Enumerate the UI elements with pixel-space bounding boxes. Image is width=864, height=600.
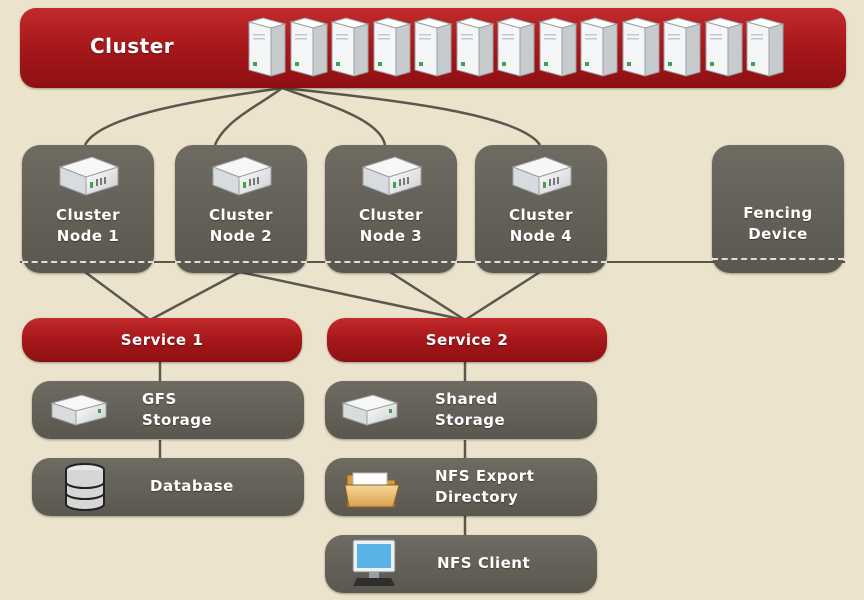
node-divider <box>175 261 307 263</box>
rack-server-icon <box>579 17 619 77</box>
rack-server-icon <box>330 17 370 77</box>
node-label-line2: Node 1 <box>56 227 120 245</box>
node-label-line1: Cluster <box>509 206 573 224</box>
rack-server-icon <box>247 17 287 77</box>
nfs-export-box: NFS Export Directory <box>325 458 597 516</box>
node-label-line1: Cluster <box>56 206 120 224</box>
shared-storage-box: Shared Storage <box>325 381 597 439</box>
cluster-node-4: Cluster Node 4 <box>475 145 607 273</box>
service-2-label: Service 2 <box>425 331 509 349</box>
rack-server-icon <box>745 17 785 77</box>
storage-drive-icon <box>48 391 110 431</box>
node-divider <box>475 261 607 263</box>
rack-server-icon <box>620 17 661 77</box>
rack-server-icon <box>454 17 495 77</box>
service-1-header: Service 1 <box>22 318 302 362</box>
database-icon <box>62 462 108 512</box>
cluster-node-2: Cluster Node 2 <box>175 145 307 273</box>
rack-server-icon <box>371 17 412 77</box>
cluster-node-3: Cluster Node 3 <box>325 145 457 273</box>
node-label-line2: Node 4 <box>509 227 573 245</box>
service-1-label: Service 1 <box>120 331 204 349</box>
fencing-label-line2: Device <box>748 225 808 243</box>
rack-server-icon <box>703 17 744 77</box>
server-icon <box>52 153 122 199</box>
shared-storage-line1: Shared <box>435 390 498 408</box>
cluster-node-1: Cluster Node 1 <box>22 145 154 273</box>
fencing-device: Fencing Device <box>712 145 844 273</box>
node-divider <box>325 261 457 263</box>
rack-server-icon <box>496 17 536 77</box>
server-icon <box>205 153 275 199</box>
fencing-label-line1: Fencing <box>743 204 813 222</box>
node-label-line1: Cluster <box>209 206 273 224</box>
rack-server-icon <box>413 17 453 77</box>
node-label-line2: Node 3 <box>359 227 423 245</box>
server-icon <box>505 153 575 199</box>
rack-server-icon <box>288 17 329 77</box>
gfs-label-line1: GFS <box>142 390 177 408</box>
rack-server-icon <box>537 17 578 77</box>
folder-icon <box>343 465 401 511</box>
fencing-divider <box>712 258 844 260</box>
database-label: Database <box>150 477 234 495</box>
node-label-line1: Cluster <box>359 206 423 224</box>
nfs-export-line1: NFS Export <box>435 467 535 485</box>
nfs-export-line2: Directory <box>435 488 519 506</box>
database-box: Database <box>32 458 304 516</box>
node-divider <box>22 261 154 263</box>
storage-drive-icon <box>339 391 401 431</box>
shared-storage-line2: Storage <box>435 411 506 429</box>
monitor-icon <box>345 538 401 590</box>
cluster-label: Cluster <box>90 34 175 58</box>
nfs-client-box: NFS Client <box>325 535 597 593</box>
gfs-storage-box: GFS Storage <box>32 381 304 439</box>
service-2-header: Service 2 <box>327 318 607 362</box>
gfs-label-line2: Storage <box>142 411 213 429</box>
server-icon <box>355 153 425 199</box>
cluster-banner: Cluster <box>20 8 846 88</box>
node-label-line2: Node 2 <box>209 227 273 245</box>
rack-server-icon <box>662 17 702 77</box>
server-rack <box>245 14 805 82</box>
nfs-client-label: NFS Client <box>437 554 531 572</box>
